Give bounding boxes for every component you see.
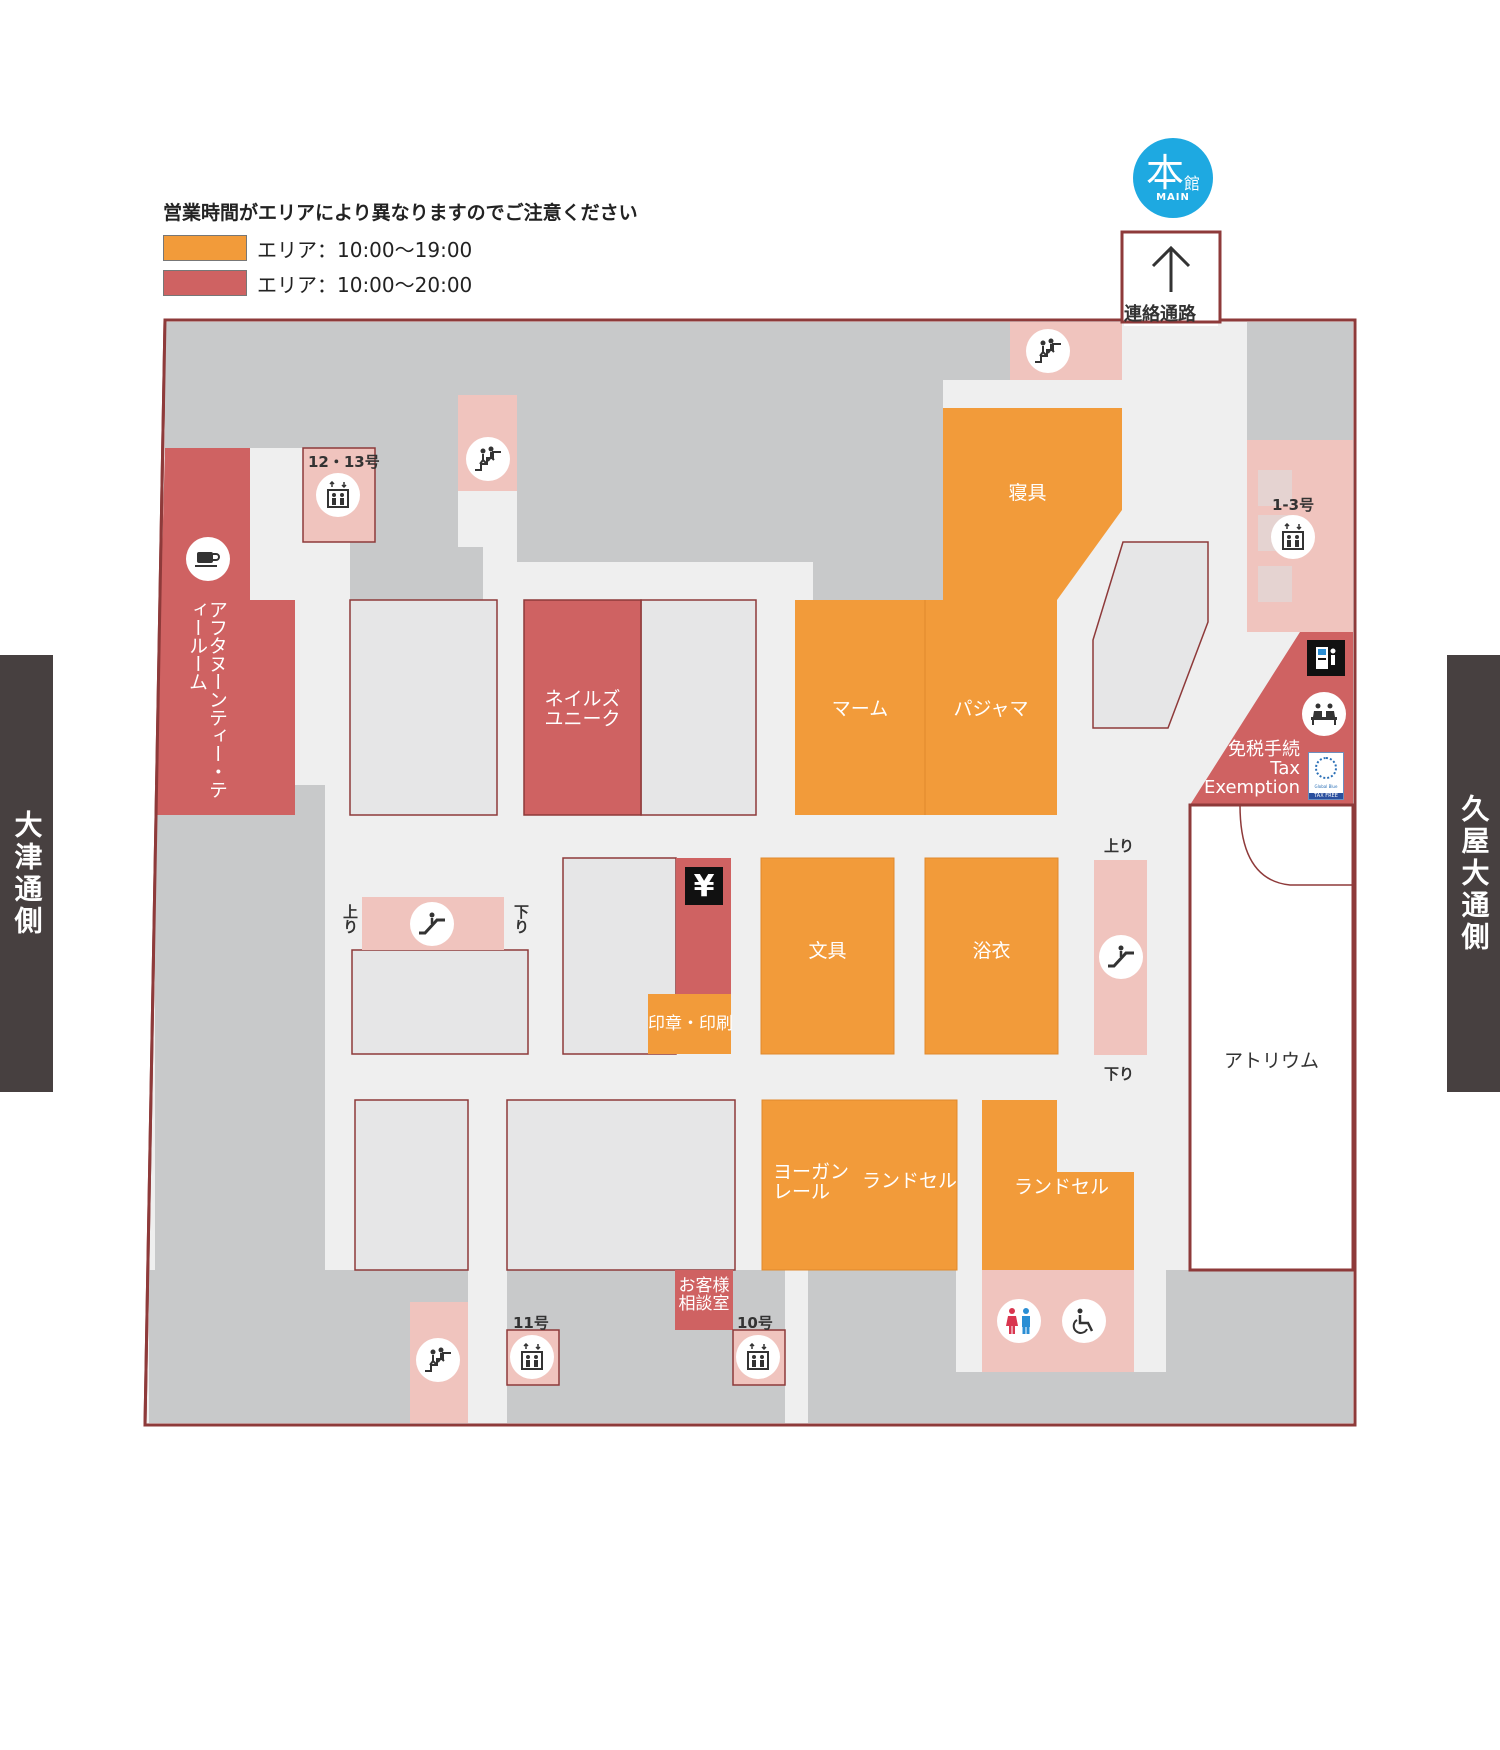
atm-icon[interactable] xyxy=(1307,640,1345,676)
side-tab-right: 久屋大通側 xyxy=(1447,655,1500,1092)
shop-randoseru xyxy=(982,1100,1134,1270)
global-blue-icon xyxy=(1315,757,1337,779)
shop-bedding xyxy=(943,408,1122,600)
label-esc-left-up: 上り xyxy=(341,904,359,934)
label-nails-unique: ネイルズ ユニーク xyxy=(524,688,641,730)
tax-free-badge: Global Blue TAX FREE xyxy=(1308,752,1344,800)
up-arrow-icon xyxy=(1151,245,1191,292)
elevator-icon[interactable] xyxy=(1271,515,1315,559)
label-randoseru-2: ランドセル xyxy=(1014,1176,1110,1198)
yen-icon[interactable]: ¥ xyxy=(685,867,723,905)
label-consultation-line2: 相談室 xyxy=(678,1293,730,1314)
label-consultation: お客様 相談室 xyxy=(675,1276,733,1314)
stairs-icon[interactable] xyxy=(466,437,510,481)
gray-top-area xyxy=(165,322,1010,600)
gray-left-column xyxy=(155,785,325,1270)
shop-afternoon-tea xyxy=(155,448,295,815)
main-kanji-small: 館 xyxy=(1184,173,1201,193)
label-tax-en2: Exemption xyxy=(1204,776,1300,798)
legend-swatch-orange xyxy=(163,235,247,261)
label-seal-print: 印章・印刷 xyxy=(648,1014,733,1034)
main-kanji: 本 xyxy=(1145,150,1184,195)
label-yukata: 浴衣 xyxy=(972,940,1011,962)
legend-item-red: エリア：10:00〜20:00 xyxy=(163,269,472,297)
shop-nails-unique xyxy=(523,599,642,816)
restroom-icon[interactable] xyxy=(997,1299,1041,1343)
consultation-room xyxy=(675,1270,733,1330)
main-en: MAIN xyxy=(1156,191,1190,203)
elevator-icon[interactable] xyxy=(316,473,360,517)
shop-block-3 xyxy=(351,949,529,1055)
legend-notice: 営業時間がエリアにより異なりますのでご注意ください xyxy=(163,202,638,224)
shop-block-2 xyxy=(640,599,757,816)
legend-swatch-red xyxy=(163,270,247,296)
label-connection-corridor: 連絡通路 xyxy=(1124,304,1196,325)
label-tax-exemption: 免税手続 Tax Exemption xyxy=(1200,739,1300,798)
coffee-icon[interactable] xyxy=(186,537,230,581)
gray-top-right xyxy=(1247,322,1353,440)
label-afternoon-tea: アフタヌーンティー・ティールーム xyxy=(185,600,228,798)
label-elevator-10: 10号 xyxy=(737,1314,773,1332)
shop-stationery xyxy=(760,857,895,1055)
elevator-icon[interactable] xyxy=(510,1335,554,1379)
label-yogan: ヨーガン レール xyxy=(773,1161,850,1203)
shop-yogan-randoseru xyxy=(761,1099,958,1271)
label-mom: マーム xyxy=(831,698,889,720)
gray-bottom-area xyxy=(149,1270,468,1423)
label-tax-jp: 免税手続 xyxy=(1228,739,1300,760)
legend-item-orange: エリア：10:00〜19:00 xyxy=(163,234,472,262)
wheelchair-icon[interactable] xyxy=(1062,1299,1106,1343)
label-tax-en1: Tax xyxy=(1270,757,1300,779)
atrium xyxy=(1188,803,1355,1272)
escalator-icon[interactable] xyxy=(1099,935,1143,979)
label-esc-right-down: 下り xyxy=(1104,1065,1135,1083)
main-building-badge[interactable]: 本 館 MAIN xyxy=(1133,138,1213,218)
shop-block-5 xyxy=(354,1099,469,1271)
label-nails-line2: ユニーク xyxy=(544,707,621,730)
label-elevator-12-13: 12・13号 xyxy=(308,453,380,471)
label-bedding: 寝具 xyxy=(1008,482,1047,504)
elevator-icon[interactable] xyxy=(736,1335,780,1379)
label-nails-line1: ネイルズ xyxy=(544,688,621,710)
legend-label-red: エリア：10:00〜20:00 xyxy=(257,272,473,297)
label-yogan-line1: ヨーガン xyxy=(773,1161,850,1183)
label-elevator-1-3: 1-3号 xyxy=(1272,496,1315,514)
label-esc-right-up: 上り xyxy=(1104,837,1135,855)
stairs-icon[interactable] xyxy=(416,1338,460,1382)
tax-badge-line1: Global Blue xyxy=(1314,783,1338,789)
label-elevator-11: 11号 xyxy=(513,1314,549,1332)
shop-pajama xyxy=(925,600,1057,815)
stairs-icon[interactable] xyxy=(1026,329,1070,373)
label-pajama: パジャマ xyxy=(953,698,1029,720)
shop-block-7 xyxy=(1092,541,1209,729)
shop-block-6 xyxy=(506,1099,736,1271)
shop-mom xyxy=(795,600,925,815)
legend-label-orange: エリア：10:00〜19:00 xyxy=(257,237,473,262)
label-stationery: 文具 xyxy=(808,940,847,962)
shop-yukata xyxy=(924,857,1059,1055)
shop-seal-print xyxy=(648,994,731,1054)
label-esc-left-down: 下り xyxy=(512,904,530,934)
side-tab-left: 大津通側 xyxy=(0,655,53,1092)
tax-badge-line2: TAX FREE xyxy=(1309,793,1343,799)
shop-block-1 xyxy=(349,599,498,816)
gray-bottom-right xyxy=(956,1270,1353,1423)
label-consultation-line1: お客様 xyxy=(678,1276,730,1296)
label-yogan-line2: レール xyxy=(773,1180,831,1203)
gray-bottom-mid2 xyxy=(808,1270,956,1423)
label-randoseru-1: ランドセル xyxy=(862,1170,958,1192)
label-atrium: アトリウム xyxy=(1223,1050,1319,1072)
lounge-icon[interactable] xyxy=(1302,692,1346,736)
escalator-icon[interactable] xyxy=(410,902,454,946)
